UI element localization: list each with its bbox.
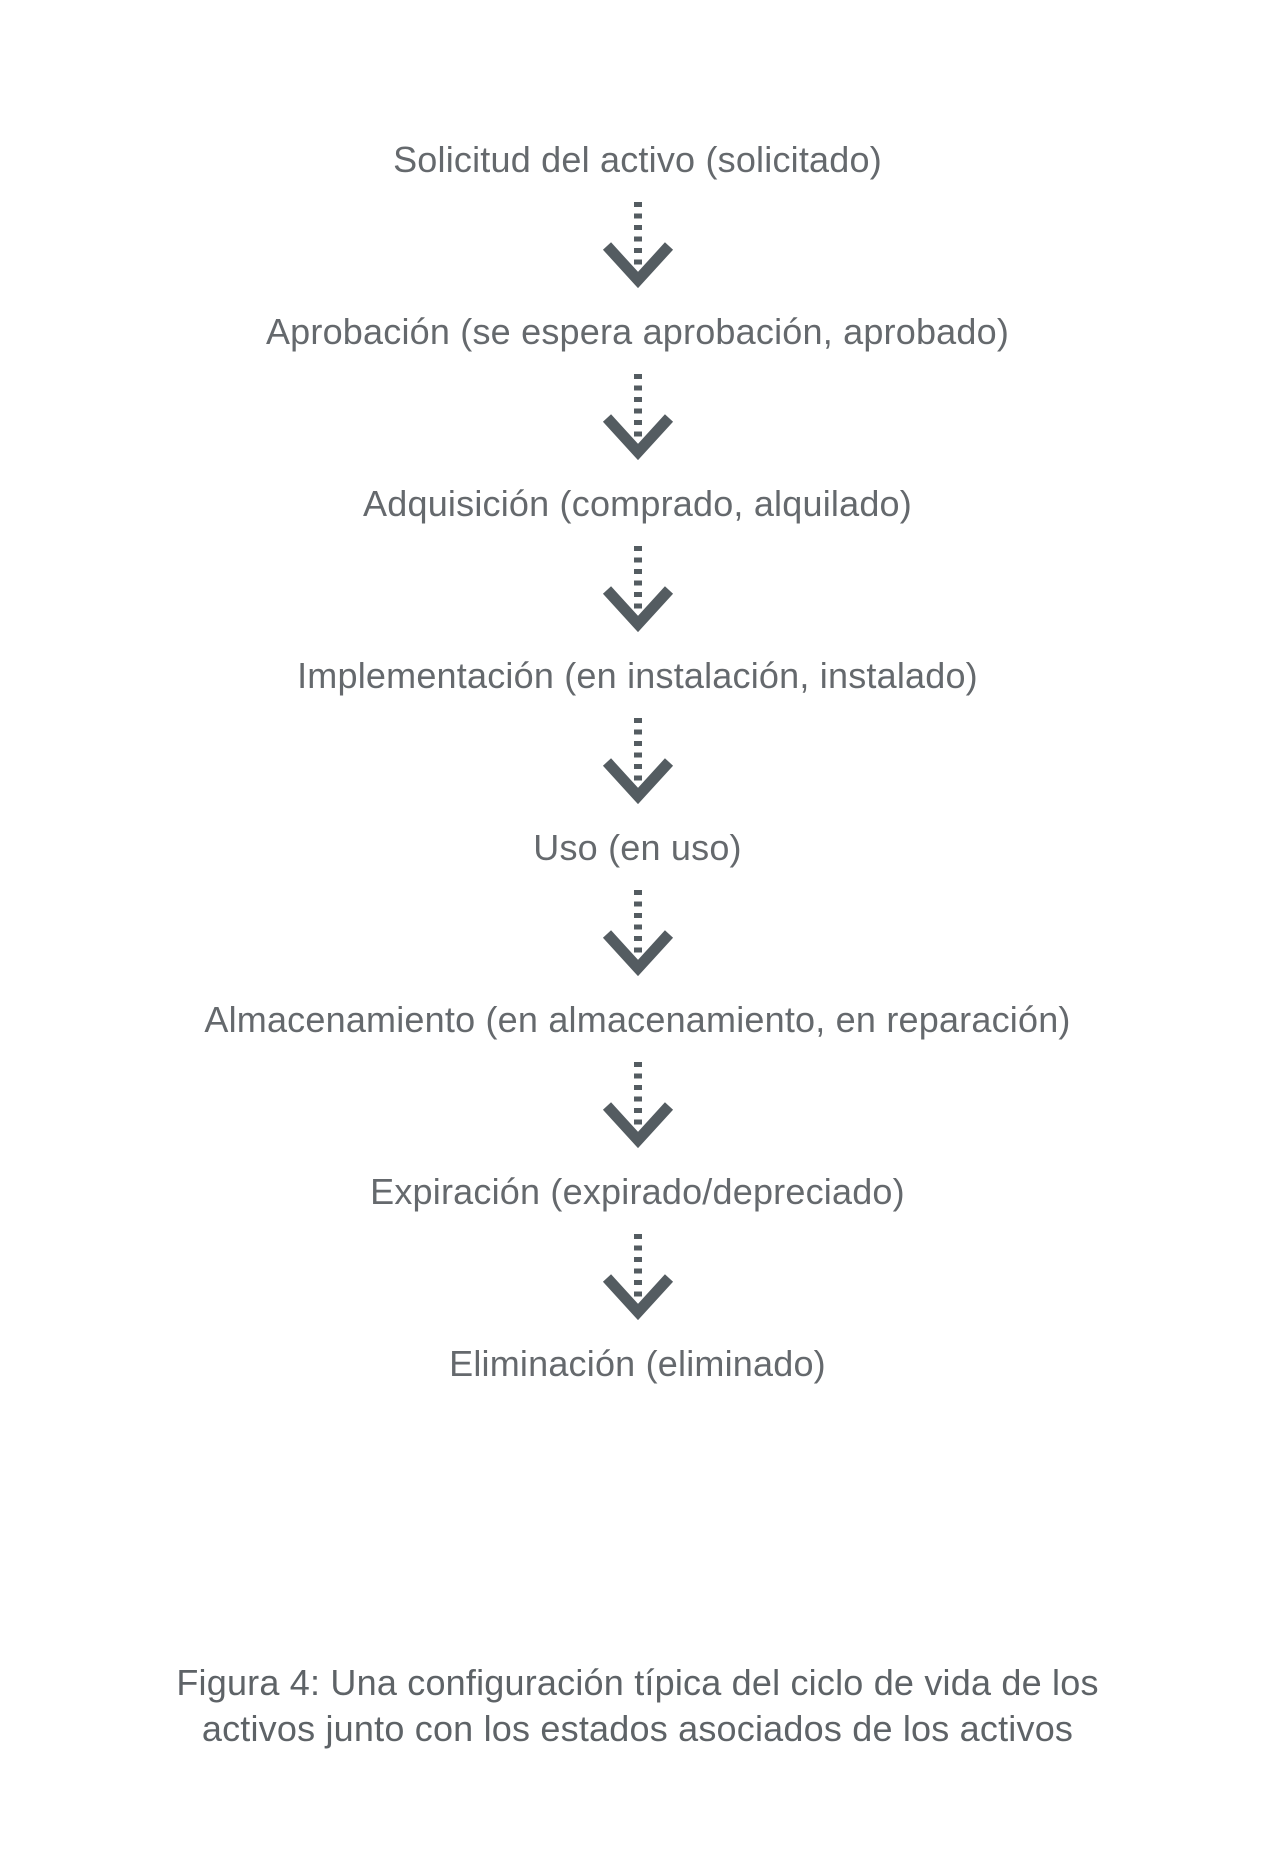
down-arrow-icon [602,716,674,808]
stage-label-eliminacion: Eliminación (eliminado) [449,1343,826,1384]
down-arrow-icon [602,372,674,464]
stage-label-adquisicion: Adquisición (comprado, alquilado) [363,483,912,524]
stage-label-solicitud: Solicitud del activo (solicitado) [393,139,882,180]
down-arrow-icon [602,200,674,292]
stage-label-implementacion: Implementación (en instalación, instalad… [297,655,978,696]
down-arrow-icon [602,888,674,980]
figure-caption-line-1: Figura 4: Una configuración típica del c… [176,1662,1099,1703]
stage-label-aprobacion: Aprobación (se espera aprobación, aproba… [265,311,1010,352]
down-arrow-icon [602,1232,674,1324]
stage-label-almacenamiento: Almacenamiento (en almacenamiento, en re… [204,999,1071,1040]
figure-caption-line-2: activos junto con los estados asociados … [201,1708,1074,1749]
down-arrow-icon [602,1060,674,1152]
down-arrow-icon [602,544,674,636]
figure-caption: Figura 4: Una configuración típica del c… [176,1660,1098,1752]
stage-label-uso: Uso (en uso) [533,827,742,868]
stage-label-expiracion: Expiración (expirado/depreciado) [370,1171,905,1212]
